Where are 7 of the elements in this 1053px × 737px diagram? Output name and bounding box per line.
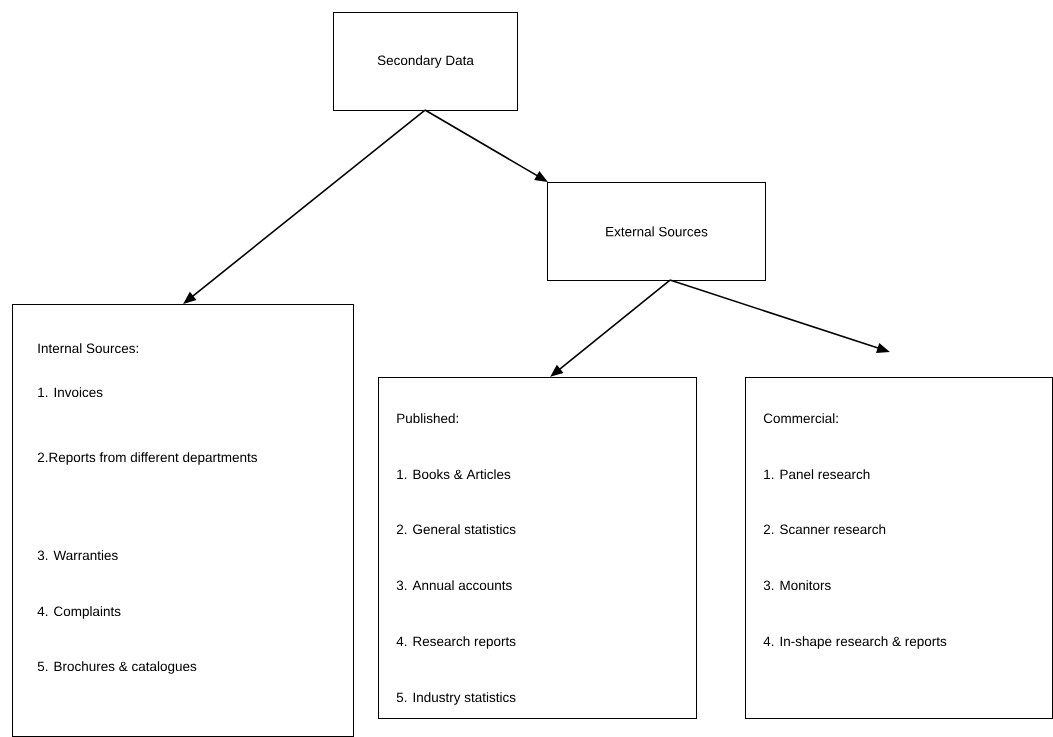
list-box: Published: 1. Books & Articles 2. General statistics 3. Annual accounts 4. Research reports 5. Industry statistics — [378, 377, 697, 719]
title-box: Secondary Data — [333, 12, 518, 111]
list-box: Internal Sources: 1. Invoices 2.Reports from different departments 3. Warranties 4. Complaints 5. Brochures & catalogues — [12, 304, 354, 737]
arrow — [550, 279, 671, 377]
arrow — [183, 109, 426, 304]
category-box: External Sources — [547, 182, 766, 281]
list-box: Commercial: 1. Panel research 2. Scanner research 3. Monitors 4. In-shape research & reports — [745, 377, 1053, 719]
